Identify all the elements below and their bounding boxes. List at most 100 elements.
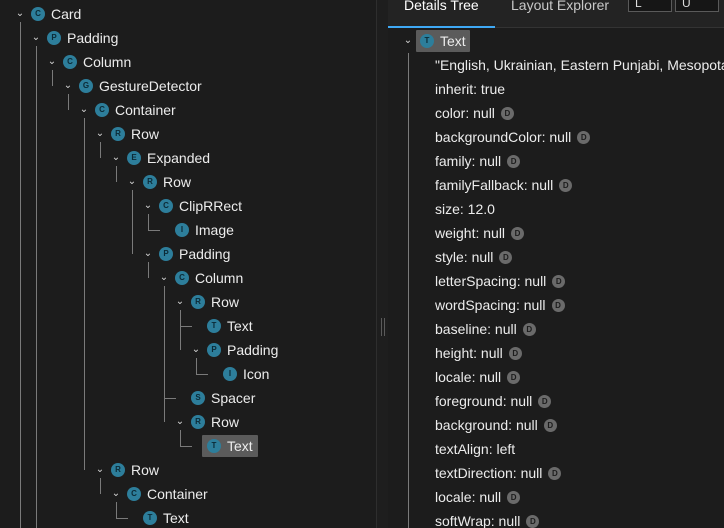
chevron-down-icon[interactable]: ⌄ (111, 488, 121, 499)
details-guide-line (408, 53, 409, 528)
tree-node-label: Text (163, 510, 189, 526)
property-row[interactable]: inherit: true (435, 77, 505, 101)
chevron-down-icon[interactable]: ⌄ (403, 35, 413, 46)
chevron-down-icon[interactable]: ⌄ (175, 296, 185, 307)
tree-node-label: Text (227, 438, 253, 454)
chevron-down-icon[interactable]: ⌄ (127, 176, 137, 187)
tree-node-label: Container (115, 102, 176, 118)
widget-type-icon: C (159, 199, 173, 213)
chevron-down-icon[interactable]: ⌄ (111, 152, 121, 163)
tree-guide-line (148, 214, 149, 230)
panel-splitter[interactable] (376, 0, 388, 528)
tree-node-label: Row (131, 462, 160, 478)
chevron-down-icon[interactable]: ⌄ (143, 200, 153, 211)
tab-input-left[interactable]: L (628, 0, 672, 12)
chevron-down-icon[interactable]: ⌄ (15, 8, 25, 19)
tree-guide-elbow (148, 230, 160, 231)
tree-guide-line (116, 166, 117, 182)
property-text: inherit: true (435, 81, 506, 97)
tree-guide-line (164, 286, 165, 422)
tree-guide-line (100, 478, 101, 494)
tab-input-right[interactable]: U (675, 0, 719, 12)
default-value-icon: D (548, 466, 562, 480)
widget-type-icon: I (175, 223, 189, 237)
tab-details-tree[interactable]: Details Tree (388, 0, 495, 28)
tree-guide-elbow (164, 398, 176, 399)
property-text: family: null (435, 153, 502, 169)
default-value-icon: D (511, 226, 525, 240)
splitter-grip-icon[interactable] (381, 318, 385, 336)
property-row[interactable]: textAlign: left (435, 437, 515, 461)
tree-node-label: Padding (67, 30, 119, 46)
property-row[interactable]: size: 12.0 (435, 197, 495, 221)
widget-type-icon: P (207, 343, 221, 357)
widget-type-icon: S (191, 391, 205, 405)
details-root-label: Text (440, 33, 466, 49)
chevron-down-icon[interactable]: ⌄ (31, 32, 41, 43)
widget-type-icon: R (143, 175, 157, 189)
tree-guide-line (36, 46, 37, 528)
widget-type-icon: R (111, 127, 125, 141)
widget-type-icon: P (159, 247, 173, 261)
tree-node[interactable]: ⌄ C ClipRRect (0, 194, 376, 218)
chevron-down-icon[interactable]: ⌄ (79, 104, 89, 115)
tree-node-label: Container (147, 486, 208, 502)
tree-node-label: ClipRRect (179, 198, 243, 214)
tab-layout-explorer[interactable]: Layout Explorer (511, 0, 610, 13)
chevron-down-icon[interactable]: ⌄ (63, 80, 73, 91)
chevron-down-icon[interactable]: ⌄ (143, 248, 153, 259)
chevron-down-icon[interactable]: ⌄ (47, 56, 57, 67)
widget-type-icon: T (207, 319, 221, 333)
tree-node-label: Row (163, 174, 192, 190)
chevron-down-icon[interactable]: ⌄ (191, 344, 201, 355)
chevron-down-icon[interactable]: ⌄ (175, 416, 185, 427)
property-row[interactable]: "English, Ukrainian, Eastern Punjabi, Me… (435, 53, 724, 77)
details-tabbar: Details Tree Layout Explorer L U (388, 0, 724, 28)
default-value-icon: D (507, 370, 521, 384)
property-text: size: 12.0 (435, 201, 495, 217)
details-root-row[interactable]: ⌄ T Text (388, 29, 724, 53)
chevron-down-icon[interactable]: ⌄ (95, 128, 105, 139)
tree-node[interactable]: ⌄ R Row (0, 170, 376, 194)
chevron-down-icon[interactable]: ⌄ (159, 272, 169, 283)
chevron-down-icon[interactable]: ⌄ (95, 464, 105, 475)
tree-node[interactable]: T Text (0, 506, 376, 528)
widget-type-icon: T (143, 511, 157, 525)
widget-type-icon: R (191, 295, 205, 309)
